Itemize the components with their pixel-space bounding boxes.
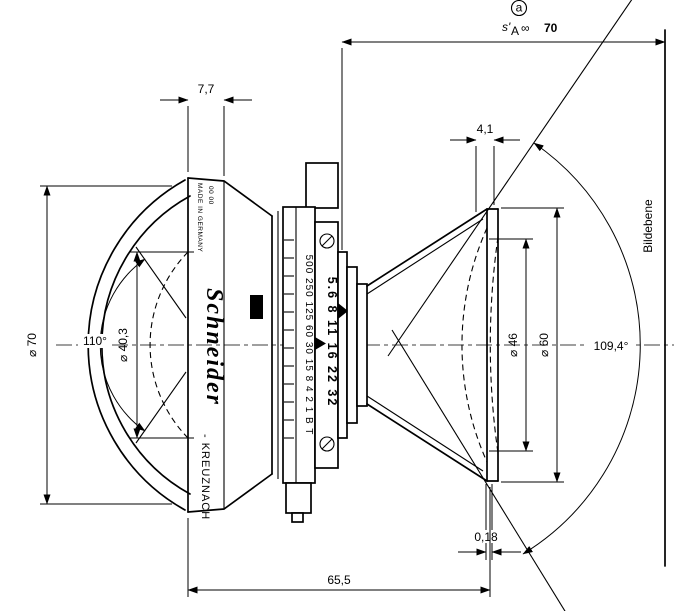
rim-engravings: MADE IN GERMANY 00 00 Schneider - KREUZN… <box>196 183 227 520</box>
overall-length-label: 65,5 <box>327 573 351 587</box>
image-distance-subscript: A <box>511 24 519 38</box>
rear-rim-width-label: 4,1 <box>477 122 494 136</box>
dim-rear-vertex-gap: 0,18 <box>458 484 521 560</box>
brand-engraving: Schneider <box>201 288 227 406</box>
sync-lever <box>338 303 348 319</box>
circled-a-marker-icon: a <box>510 0 528 17</box>
rear-field-angle-label: 109,4° <box>594 339 629 353</box>
dim-rear-glass-diameter: ⌀ 46 <box>489 238 533 452</box>
rear-rim-diameter-label: ⌀ 60 <box>537 333 551 357</box>
image-distance-prefix: s' <box>502 20 511 34</box>
dim-front-diameter: ⌀ 70 <box>25 185 172 505</box>
front-diameter-label: ⌀ 70 <box>25 333 39 357</box>
city-engraving: - KREUZNACH <box>199 434 211 520</box>
front-field-angle-label: 110° <box>83 334 107 348</box>
cable-release-socket <box>305 162 339 209</box>
image-plane-label: Bildebene <box>641 199 655 253</box>
dim-rear-field-angle: 109,4° <box>522 142 641 555</box>
rear-lens-rim <box>461 208 499 482</box>
rear-flange-stack <box>337 251 368 439</box>
shutter-assembly: 500 250 125 60 30 15 8 4 2 1 B T 5.6 8 1… <box>250 162 339 523</box>
made-in-germany-engraving: MADE IN GERMANY <box>196 183 203 252</box>
serial-engraving: 00 00 <box>207 186 214 205</box>
image-plane: Bildebene <box>641 29 666 567</box>
rear-glass-diameter-label: ⌀ 46 <box>506 333 520 357</box>
dim-image-distance: s' A ∞ 70 a <box>341 0 666 250</box>
rear-cone <box>366 208 488 482</box>
front-inner-diameter-label: ⌀ 40,3 <box>116 328 130 362</box>
circled-a-letter: a <box>516 1 523 15</box>
image-distance-value: 70 <box>544 21 558 35</box>
dim-front-field-angle: 110° <box>78 246 187 444</box>
rear-vertex-gap-label: 0,18 <box>474 530 498 544</box>
dim-rear-rim-width: 4,1 <box>450 122 520 212</box>
infinity-symbol: ∞ <box>521 21 530 35</box>
aperture-index-pointer <box>315 337 326 350</box>
shutter-speed-scale: 500 250 125 60 30 15 8 4 2 1 B T <box>303 255 314 436</box>
shutter-lever <box>250 295 263 319</box>
dim-front-rim-width: 7,7 <box>160 82 252 176</box>
screw-bottom-icon <box>319 436 335 452</box>
shutter-bottom-pin <box>291 512 304 523</box>
aperture-scale: 5.6 8 11 16 22 32 <box>325 277 339 408</box>
image-side-field-rays <box>387 0 633 611</box>
dim-overall-length: 65,5 <box>187 487 491 597</box>
front-rim-width-label: 7,7 <box>198 82 215 96</box>
screw-top-icon <box>319 233 335 249</box>
speed-ring-ticks <box>284 239 294 439</box>
shutter-bottom-housing <box>285 482 312 514</box>
